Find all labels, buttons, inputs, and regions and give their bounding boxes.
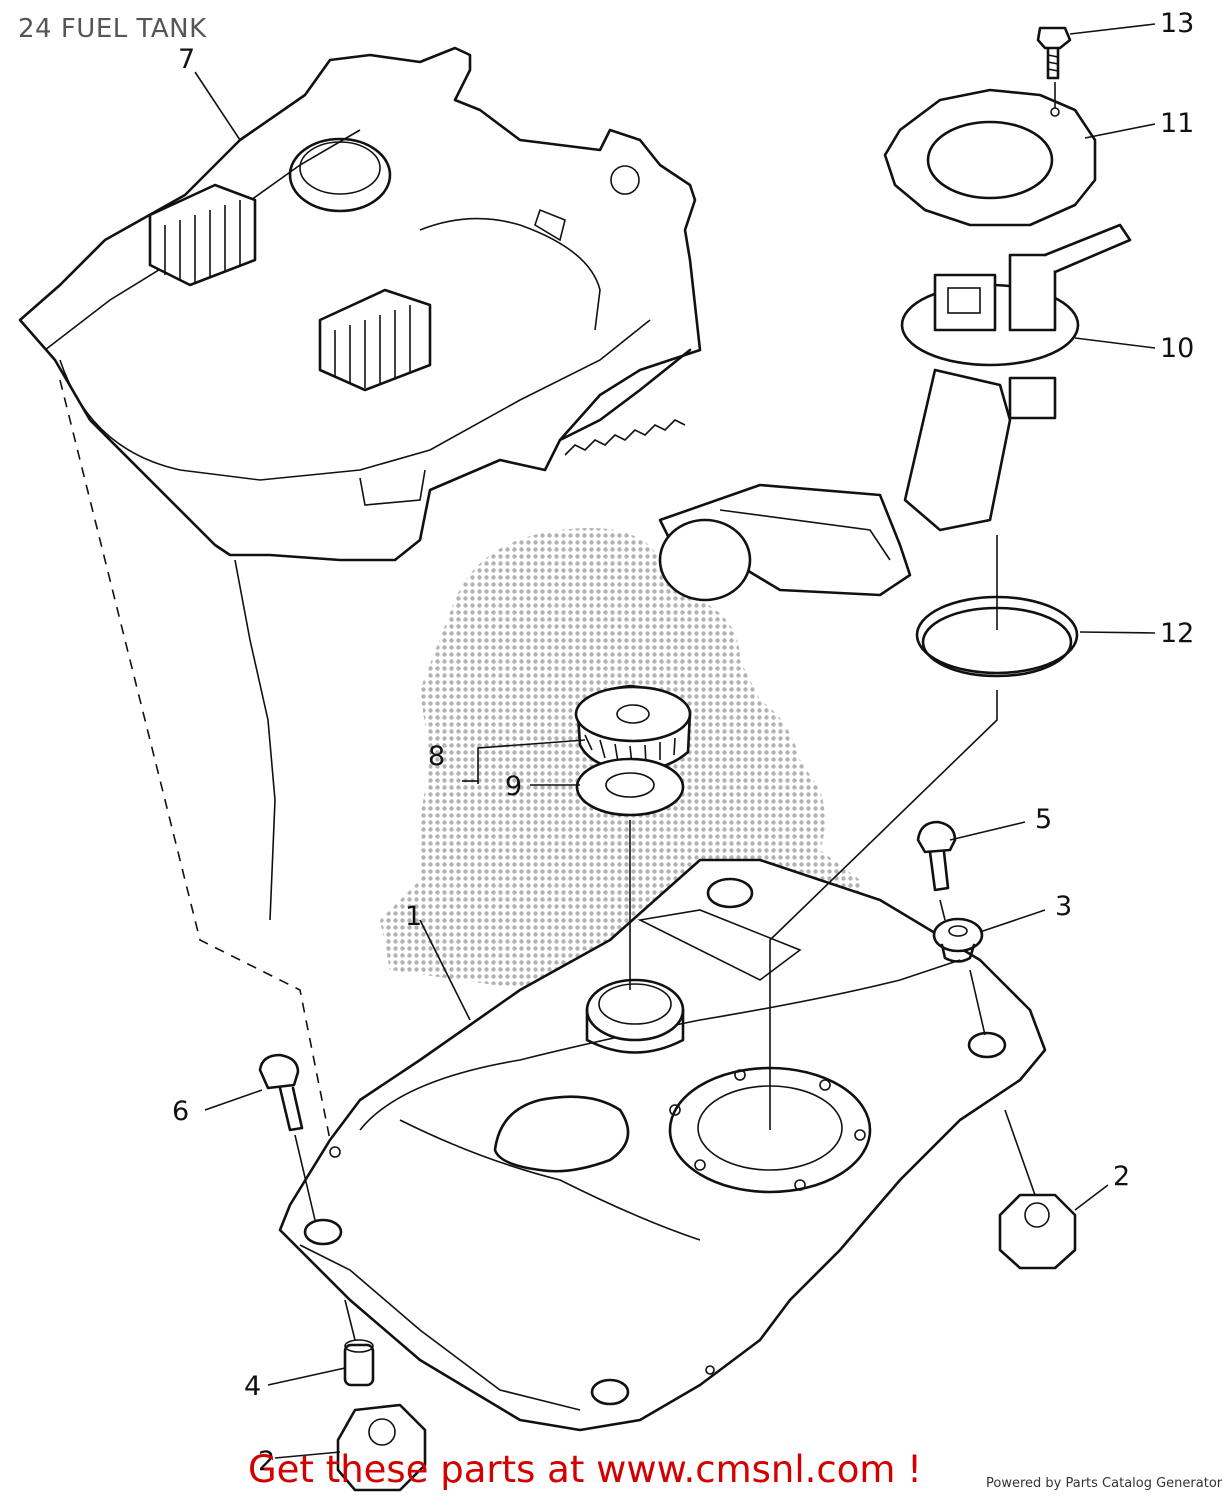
part-2-damper-lower [336,1403,427,1492]
powered-by-credit: Powered by Parts Catalog Generator [986,1476,1223,1491]
callout-11: 11 [1160,108,1194,139]
promo-link[interactable]: Get these parts at www.cmsnl.com ! [248,1448,923,1491]
callout-2-lower: 2 [258,1446,275,1477]
callout-13: 13 [1160,8,1194,39]
part-4-collar [343,1339,375,1387]
part-11-retainer-plate [883,88,1097,227]
part-8-fuel-cap [574,684,692,772]
callout-6: 6 [172,1096,189,1127]
callout-10: 10 [1160,333,1194,364]
callout-9: 9 [505,771,522,802]
callout-1: 1 [405,901,422,932]
part-3-grommet [932,917,984,963]
part-9-cap-gasket [575,757,685,817]
part-1-fuel-tank [278,858,1047,1432]
callout-7: 7 [178,44,195,75]
callout-5: 5 [1035,804,1052,835]
callout-leaders [194,23,1156,1459]
callout-3: 3 [1055,891,1072,922]
callout-2: 2 [1113,1161,1130,1192]
callout-4: 4 [244,1371,261,1402]
callout-labels: 13 11 10 12 7 5 3 2 6 4 2 1 8 9 [172,8,1194,1477]
assembly-lines [294,82,1056,1341]
part-10-fuel-pump [658,223,1132,602]
callout-12: 12 [1160,618,1194,649]
diagram-title: 24 FUEL TANK [18,14,207,44]
part-5-bolt [916,820,957,892]
callout-8: 8 [428,741,445,772]
part-6-bolt [258,1053,304,1132]
part-13-bolt [1036,26,1072,80]
part-7-cover [18,46,702,562]
part-2-damper [998,1193,1077,1270]
